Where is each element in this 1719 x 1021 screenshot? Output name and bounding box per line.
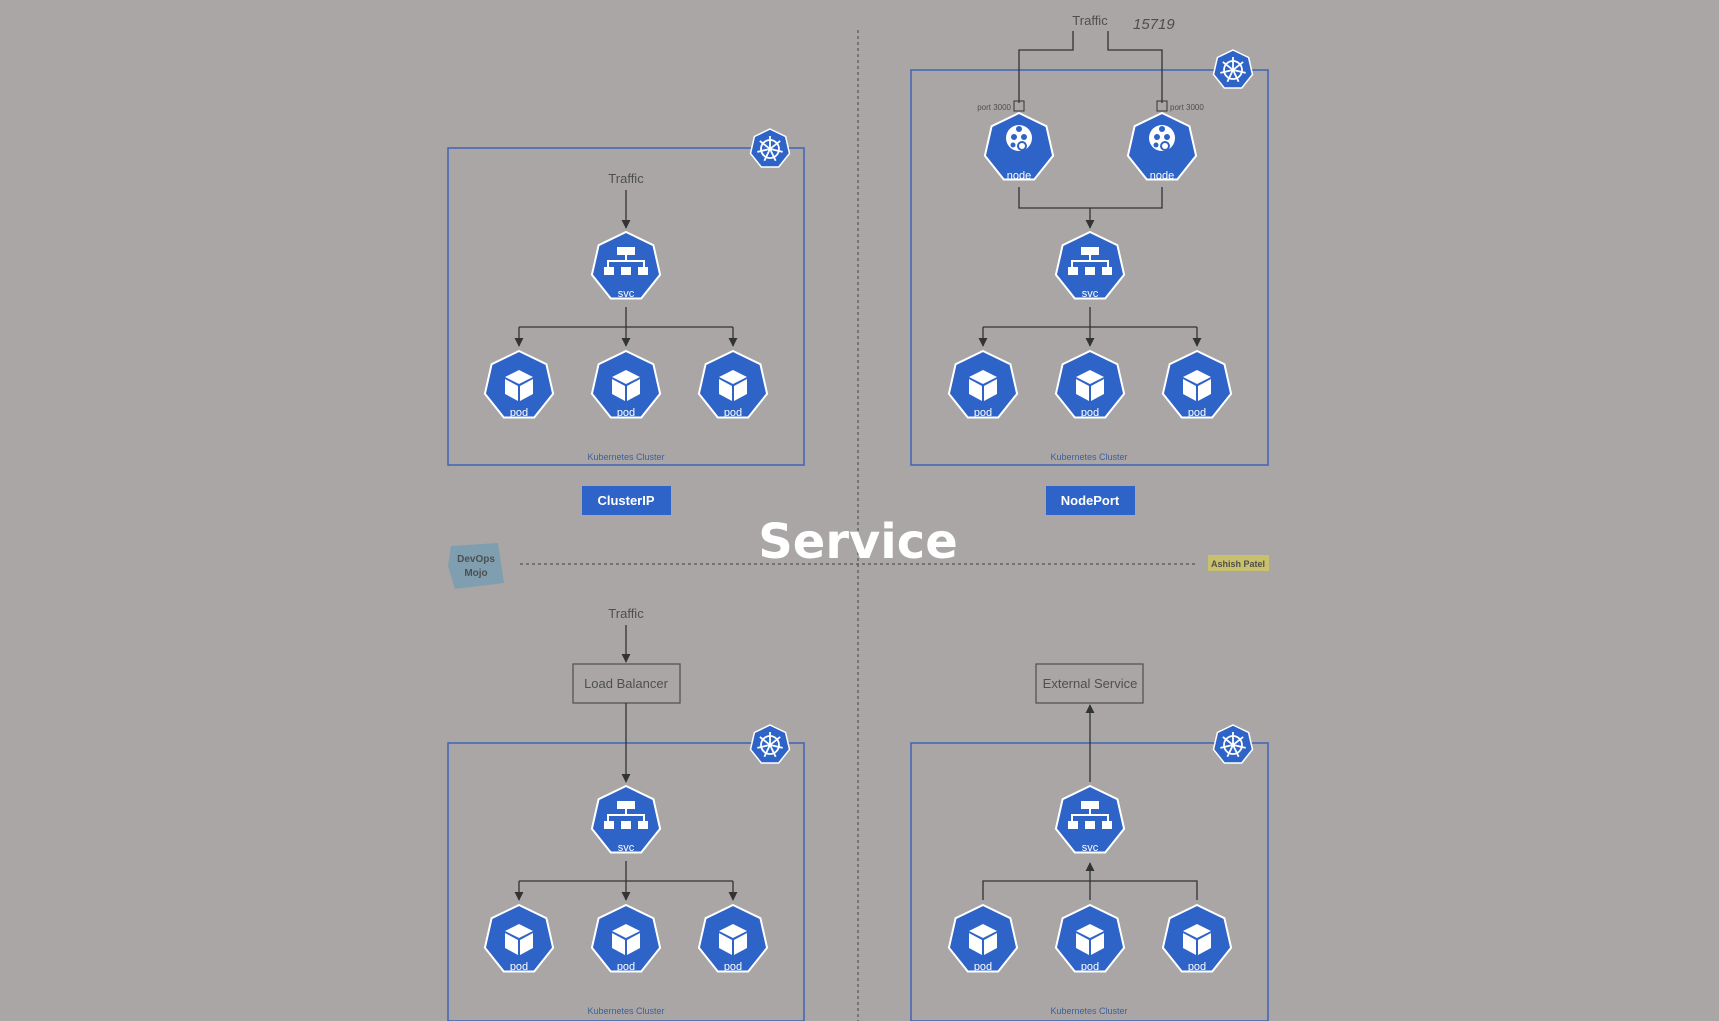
page-title: Service <box>758 514 958 570</box>
traffic-split-right <box>1107 31 1163 103</box>
pod-label: pod <box>1081 407 1099 419</box>
pod-icon <box>483 903 555 973</box>
pod-label: pod <box>724 407 742 419</box>
port-label: port 3000 <box>1170 103 1204 112</box>
pod-icon <box>947 903 1019 973</box>
port-marker <box>1156 100 1168 112</box>
pod-label: pod <box>1188 407 1206 419</box>
pod-label: pod <box>510 407 528 419</box>
svc-icon <box>590 230 662 300</box>
svc-icon <box>1054 784 1126 854</box>
pod-icon <box>1161 903 1233 973</box>
clusterip-type-label: ClusterIP <box>582 486 671 515</box>
pod-label: pod <box>974 407 992 419</box>
node-label: node <box>1007 170 1031 182</box>
traffic-label: Traffic <box>608 606 644 621</box>
svg-text:Ashish Patel: Ashish Patel <box>1211 559 1265 569</box>
kubernetes-helm-icon <box>749 128 791 168</box>
kubernetes-helm-icon <box>1212 724 1254 764</box>
watermark-text: 15719 <box>1133 16 1175 33</box>
pod-label: pod <box>617 961 635 973</box>
pod-label: pod <box>510 961 528 973</box>
pod-label: pod <box>724 961 742 973</box>
port-label: port 3000 <box>977 103 1011 112</box>
pod-label: pod <box>617 407 635 419</box>
node-label: node <box>1150 170 1174 182</box>
svg-text:Mojo: Mojo <box>464 568 487 579</box>
devops-mojo-badge: DevOps Mojo <box>448 543 504 589</box>
cluster-box-nodeport <box>910 69 1269 466</box>
pod-icon <box>1054 903 1126 973</box>
svg-text:External Service: External Service <box>1043 676 1138 691</box>
pod-icon <box>697 903 769 973</box>
pod-icon <box>590 903 662 973</box>
kubernetes-helm-icon <box>749 724 791 764</box>
nodes-to-svc-connector <box>1018 187 1163 209</box>
pod-icon <box>697 349 769 419</box>
pod-label: pod <box>974 961 992 973</box>
cluster-label: Kubernetes Cluster <box>1050 452 1127 462</box>
load-balancer-box: Load Balancer <box>572 663 681 704</box>
svc-label: svc <box>1082 288 1099 300</box>
pod-label: pod <box>1188 961 1206 973</box>
svc-icon <box>590 784 662 854</box>
traffic-label: Traffic <box>608 171 644 186</box>
cluster-box-clusterip <box>447 147 805 466</box>
svg-text:NodePort: NodePort <box>1061 493 1120 508</box>
svc-icon <box>1054 230 1126 300</box>
traffic-label: Traffic <box>1072 13 1108 28</box>
author-badge: Ashish Patel <box>1208 555 1269 571</box>
cluster-label: Kubernetes Cluster <box>587 452 664 462</box>
cluster-label: Kubernetes Cluster <box>1050 1006 1127 1016</box>
pod-label: pod <box>1081 961 1099 973</box>
svg-text:Load Balancer: Load Balancer <box>584 676 669 691</box>
svc-label: svc <box>618 288 635 300</box>
svc-label: svc <box>1082 842 1099 854</box>
svc-label: svc <box>618 842 635 854</box>
pod-icon <box>1054 349 1126 419</box>
pod-icon <box>483 349 555 419</box>
pod-icon <box>590 349 662 419</box>
nodeport-type-label: NodePort <box>1046 486 1135 515</box>
svg-text:ClusterIP: ClusterIP <box>597 493 654 508</box>
external-service-box: External Service <box>1035 663 1144 704</box>
node-icon <box>1126 111 1198 181</box>
pod-icon <box>1161 349 1233 419</box>
port-marker <box>1013 100 1025 112</box>
cluster-label: Kubernetes Cluster <box>587 1006 664 1016</box>
node-icon <box>983 111 1055 181</box>
svg-text:DevOps: DevOps <box>457 554 495 565</box>
traffic-split-left <box>1018 31 1074 103</box>
pod-icon <box>947 349 1019 419</box>
kubernetes-helm-icon <box>1212 49 1254 89</box>
